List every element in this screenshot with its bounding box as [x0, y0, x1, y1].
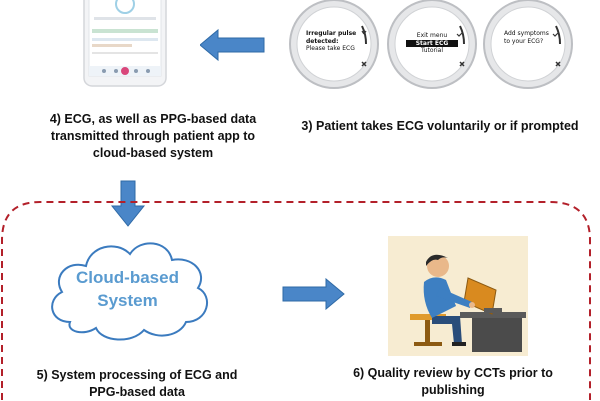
arrow-right-to-review — [282, 278, 345, 310]
watch-2: Exit menu Start ECG Tutorial — [386, 0, 478, 92]
watch-2-menu-item: Exit menu — [416, 32, 448, 39]
step-6-caption: 6) Quality review by CCTs prior to publi… — [353, 366, 553, 397]
arrow-down-to-cloud — [110, 180, 146, 227]
watch-3: Add symptoms to your ECG? — [482, 0, 574, 92]
cloud-icon: Cloud-based System — [40, 222, 215, 348]
watch-2-menu-item-selected: Start ECG — [406, 39, 458, 47]
watch-1-body: Please take ECG — [306, 45, 355, 52]
cloud-label: Cloud-based System — [76, 268, 179, 310]
watch-1: Irregular pulse detected: Please take EC… — [288, 0, 380, 92]
step-5-caption: 5) System processing of ECG and PPG-base… — [36, 368, 238, 399]
watch-1-title: Irregular pulse detected: — [306, 30, 357, 45]
phone-illustration — [80, 0, 170, 90]
watch-2-menu-item: Tutorial — [420, 47, 444, 54]
step-3-caption: 3) Patient takes ECG voluntarily or if p… — [301, 119, 579, 133]
watch-3-body: Add symptoms to your ECG? — [504, 30, 549, 45]
person-at-computer-icon — [388, 236, 528, 356]
step-4-caption: 4) ECG, as well as PPG-based data transm… — [49, 112, 257, 160]
arrow-left-to-phone — [200, 28, 265, 62]
